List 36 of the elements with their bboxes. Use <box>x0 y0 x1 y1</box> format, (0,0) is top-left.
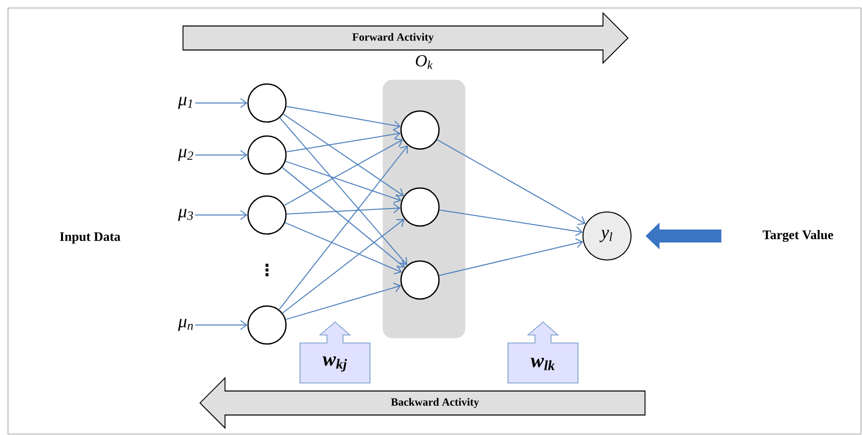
arrow <box>194 320 248 330</box>
weight-box: w$_{lk}$ <box>508 321 578 384</box>
arrow <box>282 219 404 314</box>
side-label: Input Data <box>60 232 120 244</box>
arrow <box>194 150 248 160</box>
arrow <box>279 117 408 266</box>
input-symbol: μ$_{2}$ <box>178 148 194 162</box>
input-symbol: μ$_{3}$ <box>178 208 193 222</box>
arrow <box>285 160 402 204</box>
input-symbol: μ$_{n}$ <box>178 318 193 332</box>
neuron-circle <box>247 83 287 123</box>
arrow <box>438 238 584 276</box>
neuron-circle <box>247 195 287 235</box>
neuron-circle <box>247 305 287 345</box>
arrow <box>284 222 402 274</box>
arrow <box>278 145 408 310</box>
weight-box: w$_{kj}$ <box>300 321 370 384</box>
arrow <box>284 138 403 206</box>
arrow <box>282 166 405 268</box>
arrow <box>282 114 404 196</box>
output-neuron: y$_{l}$ <box>582 212 632 260</box>
neuron-circle <box>400 260 440 300</box>
side-label: Target Value <box>762 230 834 242</box>
arrow <box>194 98 248 108</box>
neuron-circle <box>400 110 440 150</box>
arrow <box>286 106 401 130</box>
arrow <box>286 129 401 152</box>
arrow <box>194 210 248 220</box>
ellipsis-mark: ⋮ <box>266 264 268 276</box>
neuron-circle <box>400 187 440 227</box>
arrow <box>438 210 583 236</box>
input-symbol: μ$_{1}$ <box>178 96 192 110</box>
arrow <box>436 139 586 225</box>
arrow <box>286 203 400 214</box>
neuron-circle <box>247 135 287 175</box>
arrow <box>285 282 402 320</box>
